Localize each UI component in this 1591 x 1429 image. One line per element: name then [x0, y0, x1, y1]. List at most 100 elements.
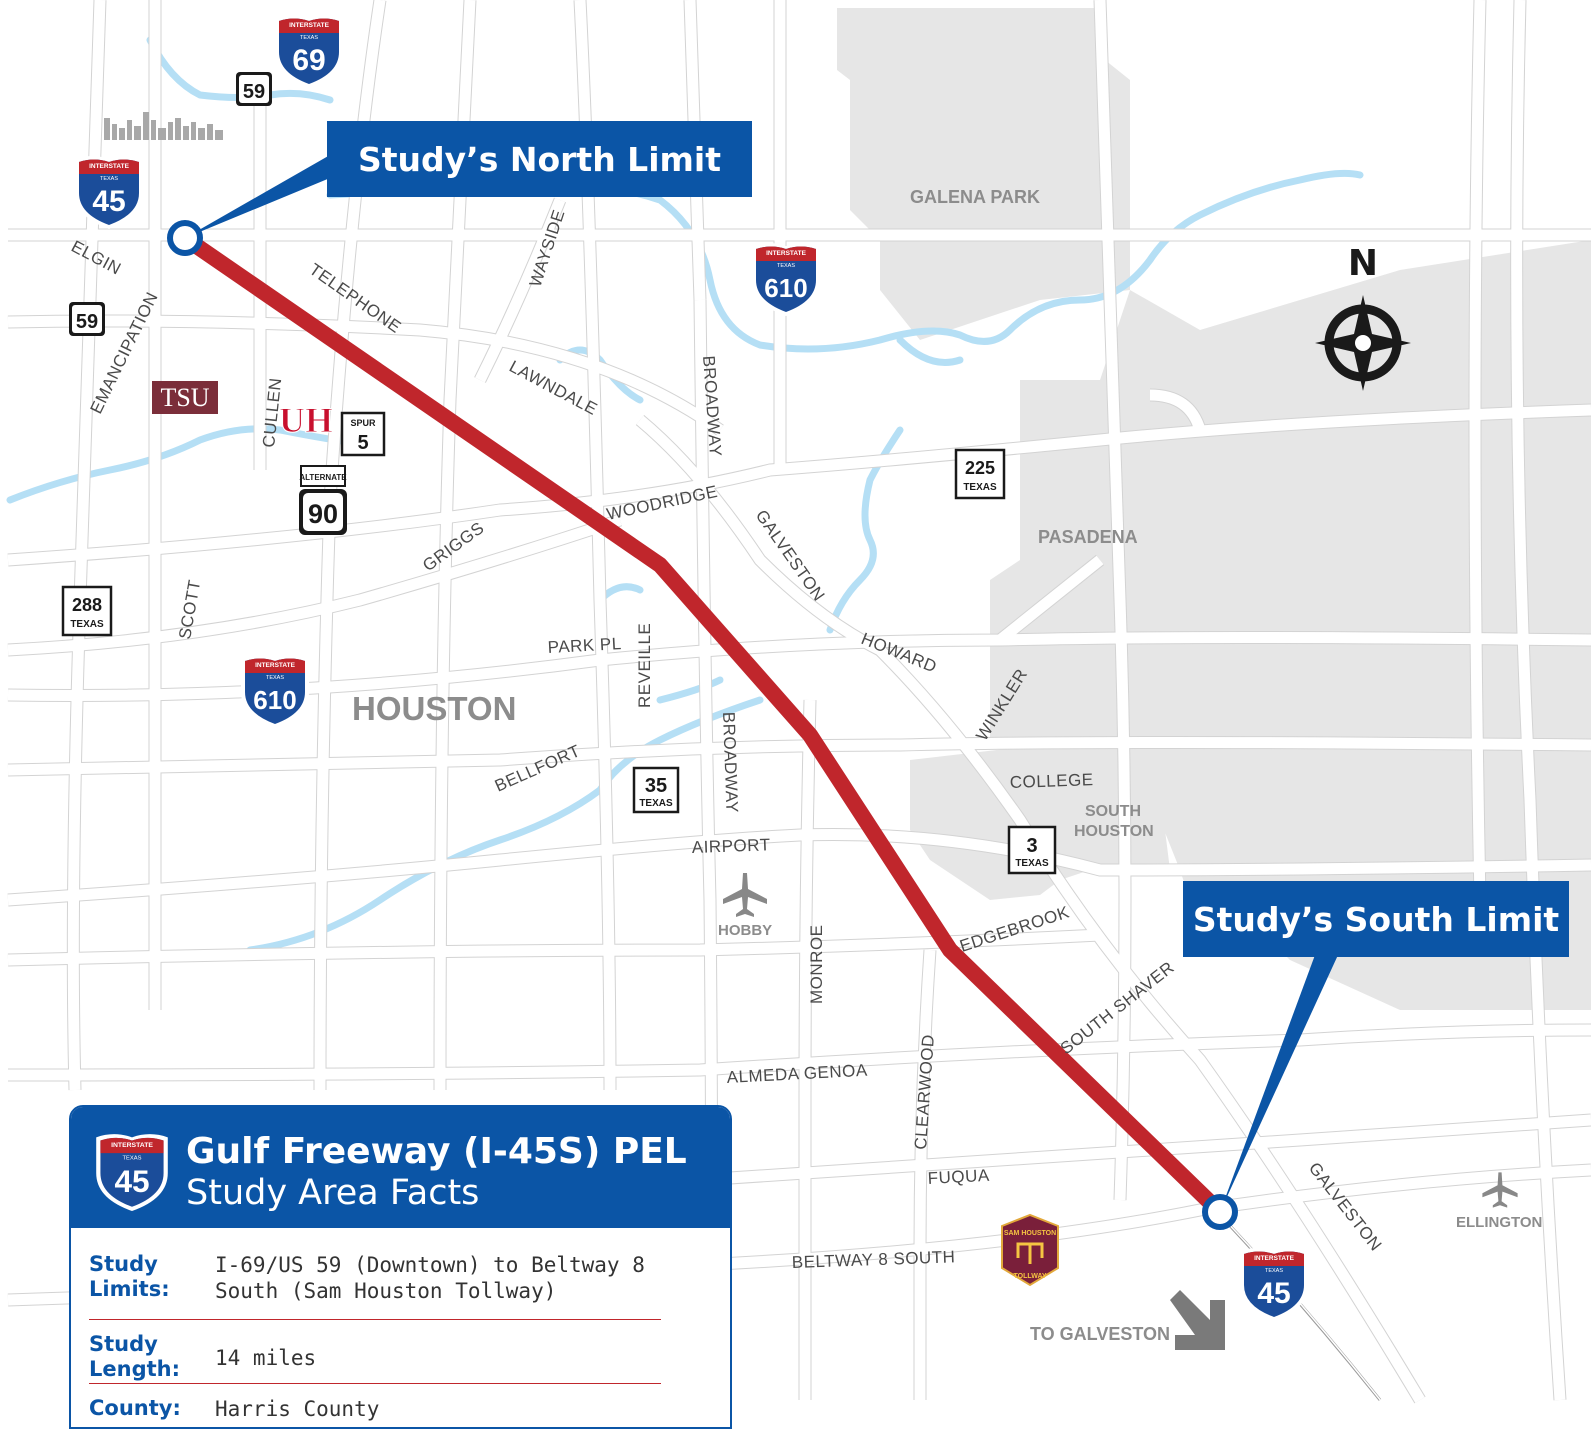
place-houston: HOUSTON: [352, 690, 516, 727]
uh-logo: UH: [279, 400, 334, 441]
svg-text:TEXAS: TEXAS: [70, 619, 104, 630]
fact-divider: [89, 1319, 661, 1320]
fact-value: I-69/US 59 (Downtown) to Beltway 8 South…: [215, 1253, 645, 1303]
hobby-airport-icon: [723, 873, 767, 917]
street-fuqua: FUQUA: [927, 1166, 990, 1188]
place-pasadena: PASADENA: [1038, 527, 1138, 547]
svg-text:3: 3: [1026, 835, 1037, 857]
street-park-pl: PARK PL: [547, 634, 622, 657]
street-wayside: WAYSIDE: [526, 207, 569, 289]
study-route-line: [177, 230, 1228, 1220]
galena-park-area: [837, 8, 1130, 340]
fact-divider: [89, 1383, 661, 1384]
place-to-galveston: TO GALVESTON: [1030, 1324, 1170, 1344]
north-limit-marker[interactable]: [167, 220, 203, 256]
i69-shield: INTERSTATE TEXAS 69: [275, 15, 343, 88]
compass-north-label: N: [1348, 243, 1378, 284]
place-hobby: HOBBY: [718, 922, 772, 939]
fact-value: Harris County: [215, 1397, 380, 1421]
fact-label: County:: [89, 1396, 181, 1420]
svg-text:TEXAS: TEXAS: [963, 482, 997, 493]
i45-facts-shield: INTERSTATE TEXAS 45: [96, 1134, 168, 1211]
fact-label: Study Limits:: [89, 1252, 170, 1301]
facts-title: Gulf Freeway (I-45S) PEL: [186, 1131, 687, 1172]
svg-text:288: 288: [72, 595, 102, 615]
compass-rose-icon: [1315, 295, 1411, 391]
svg-text:INTERSTATE: INTERSTATE: [89, 163, 130, 170]
svg-text:69: 69: [292, 44, 325, 77]
street-airport: AIRPORT: [691, 835, 770, 857]
street-reveille: REVEILLE: [635, 623, 654, 708]
south-houston-area: [910, 745, 1170, 900]
south-limit-marker[interactable]: [1202, 1194, 1238, 1230]
svg-text:45: 45: [92, 185, 125, 218]
south-limit-callout-text: Study’s South Limit: [1192, 899, 1560, 939]
svg-text:ALTERNATE: ALTERNATE: [299, 473, 347, 482]
sam-houston-tollway-shield: SAM HOUSTON TOLLWAY: [1001, 1213, 1059, 1287]
svg-text:TSU: TSU: [160, 383, 209, 412]
svg-text:59: 59: [243, 81, 265, 103]
tsu-logo: TSU: [152, 381, 218, 414]
south-callout-pointer: [1220, 955, 1338, 1212]
svg-text:TEXAS: TEXAS: [266, 675, 284, 681]
svg-text:TOLLWAY: TOLLWAY: [1013, 1273, 1046, 1280]
fact-label: Study Length:: [89, 1332, 180, 1381]
svg-text:INTERSTATE: INTERSTATE: [1254, 1255, 1295, 1262]
place-galena-park: GALENA PARK: [910, 187, 1040, 207]
downtown-skyline-icon: [104, 112, 223, 140]
svg-text:TEXAS: TEXAS: [1265, 1268, 1283, 1274]
svg-text:610: 610: [253, 685, 296, 715]
street-bellfort: BELLFORT: [492, 741, 583, 796]
i45-north-shield: INTERSTATE TEXAS 45: [75, 156, 143, 229]
south-limit-callout: Study’s South Limit: [1183, 881, 1569, 957]
sh3-shield: 3 TEXAS: [1007, 825, 1057, 875]
sh35-shield: 35 TEXAS: [632, 766, 680, 814]
svg-text:35: 35: [645, 775, 667, 797]
i45-south-shield: INTERSTATE TEXAS 45: [1240, 1248, 1308, 1321]
us59-west-shield: 59: [69, 302, 105, 336]
street-college: COLLEGE: [1009, 770, 1093, 792]
sh225-shield: 225 TEXAS: [954, 448, 1006, 500]
svg-text:TEXAS: TEXAS: [639, 798, 673, 809]
spur5-shield: SPUR 5: [340, 411, 386, 457]
svg-text:UH: UH: [279, 400, 333, 440]
place-south-houston-line1: SOUTH: [1085, 803, 1141, 820]
street-edgebrook: EDGEBROOK: [957, 902, 1072, 955]
svg-text:SAM HOUSTON: SAM HOUSTON: [1004, 1230, 1056, 1237]
svg-text:90: 90: [308, 499, 338, 529]
svg-text:TEXAS: TEXAS: [777, 263, 795, 269]
svg-text:225: 225: [965, 458, 995, 478]
fact-value: 14 miles: [215, 1346, 317, 1370]
svg-text:INTERSTATE: INTERSTATE: [766, 250, 807, 257]
svg-text:INTERSTATE: INTERSTATE: [111, 1142, 153, 1149]
svg-text:59: 59: [76, 311, 98, 333]
facts-header: INTERSTATE TEXAS 45 Gulf Freeway (I-45S)…: [71, 1107, 730, 1228]
street-broadway-south: BROADWAY: [719, 711, 742, 813]
svg-text:SPUR: SPUR: [350, 418, 376, 428]
us59-north-shield: 59: [236, 72, 272, 106]
i610-south-shield: INTERSTATE TEXAS 610: [241, 655, 309, 728]
sh288-shield: 288 TEXAS: [61, 585, 113, 637]
us90-alt-shield: ALTERNATE 90: [299, 465, 347, 535]
place-south-houston-line2: HOUSTON: [1074, 823, 1154, 840]
svg-text:INTERSTATE: INTERSTATE: [289, 22, 330, 29]
north-callout-pointer: [185, 155, 330, 238]
to-galveston-arrow-icon: [1170, 1290, 1225, 1350]
svg-text:610: 610: [764, 273, 807, 303]
svg-text:INTERSTATE: INTERSTATE: [255, 662, 296, 669]
street-monroe: MONROE: [807, 925, 826, 1005]
study-area-facts-panel: INTERSTATE TEXAS 45 Gulf Freeway (I-45S)…: [69, 1105, 732, 1429]
svg-text:TEXAS: TEXAS: [100, 176, 118, 182]
ellington-airport-icon: [1482, 1172, 1518, 1208]
facts-subtitle: Study Area Facts: [186, 1173, 480, 1213]
i610-east-shield: INTERSTATE TEXAS 610: [752, 243, 820, 316]
street-beltway-8-south: BELTWAY 8 SOUTH: [791, 1247, 955, 1272]
north-limit-callout-text: Study’s North Limit: [358, 139, 721, 179]
place-ellington: ELLINGTON: [1456, 1214, 1542, 1231]
svg-text:TEXAS: TEXAS: [1015, 858, 1049, 869]
svg-text:45: 45: [114, 1163, 149, 1199]
svg-text:TEXAS: TEXAS: [123, 1155, 142, 1161]
svg-text:TEXAS: TEXAS: [300, 35, 318, 41]
svg-text:45: 45: [1257, 1277, 1290, 1310]
